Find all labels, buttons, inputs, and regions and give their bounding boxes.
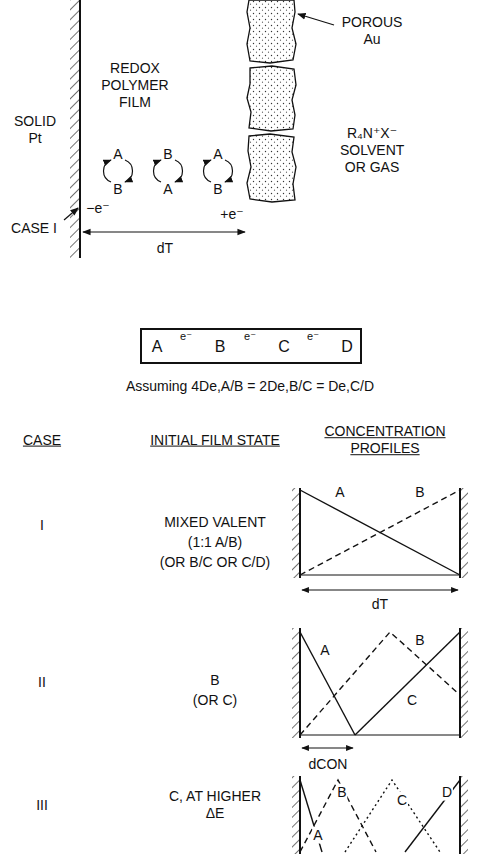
profile-label: C [396, 792, 408, 809]
electrolyte-label: R₄N⁺X⁻ SOLVENT OR GAS [339, 125, 405, 175]
film-state: (1:1 A/B) [187, 534, 243, 551]
profile-label: A [319, 642, 330, 659]
case-number: I [39, 517, 45, 534]
electron-label: e⁻ [306, 330, 320, 343]
species-label: B [112, 181, 123, 198]
film-state: B [209, 672, 220, 689]
dimension-label: dT [156, 240, 174, 257]
electrode-label: SOLID Pt [6, 113, 64, 147]
case-number: III [35, 797, 49, 814]
leader-line [298, 14, 334, 25]
profile-label: B [414, 484, 425, 501]
leader-line [64, 208, 78, 220]
profile-plot [292, 776, 468, 854]
profile-label: A [312, 827, 323, 844]
species-letter: C [278, 338, 290, 356]
species-letter: B [215, 338, 226, 356]
profile-label: B [414, 632, 425, 649]
species-label: B [162, 146, 173, 163]
case-label: CASE I [10, 220, 58, 237]
porous-gold [247, 0, 296, 202]
electrode-label: POROUS Au [336, 14, 408, 48]
species-label: A [162, 181, 173, 198]
electron-label: −e⁻ [85, 200, 110, 217]
hopping-arrows [104, 160, 233, 182]
profile-label: D [441, 784, 453, 801]
electron-label: e⁻ [243, 330, 257, 343]
column-heading: CASE [22, 432, 62, 449]
profile-plot [292, 488, 468, 590]
dimension-arrow [83, 231, 245, 232]
film-state: (OR B/C OR C/D) [159, 554, 271, 571]
film-state: C, AT HIGHER ΔE [164, 788, 266, 822]
electron-label: +e⁻ [219, 206, 244, 223]
species-label: B [212, 181, 223, 198]
film-state: MIXED VALENT [163, 514, 267, 531]
electron-label: e⁻ [179, 330, 193, 343]
species-label: A [112, 146, 123, 163]
pt-electrode [70, 0, 80, 258]
profile-label: C [406, 692, 418, 709]
film-label: REDOX POLYMER FILM [94, 60, 176, 110]
species-letter: D [341, 338, 353, 356]
assumption-note: Assuming 4De,A/B = 2De,B/C = De,C/D [125, 378, 375, 395]
film-state: (OR C) [192, 692, 238, 709]
species-label: A [212, 146, 223, 163]
profile-label: A [334, 484, 345, 501]
species-letter: A [152, 338, 163, 356]
dimension-label: dCON [308, 756, 349, 773]
dimension-label: dT [371, 596, 389, 613]
case-number: II [37, 674, 47, 691]
column-heading: CONCENTRATION PROFILES [319, 423, 451, 457]
profile-plot [292, 628, 468, 748]
column-heading: INITIAL FILM STATE [149, 432, 281, 449]
profile-label: B [336, 784, 347, 801]
